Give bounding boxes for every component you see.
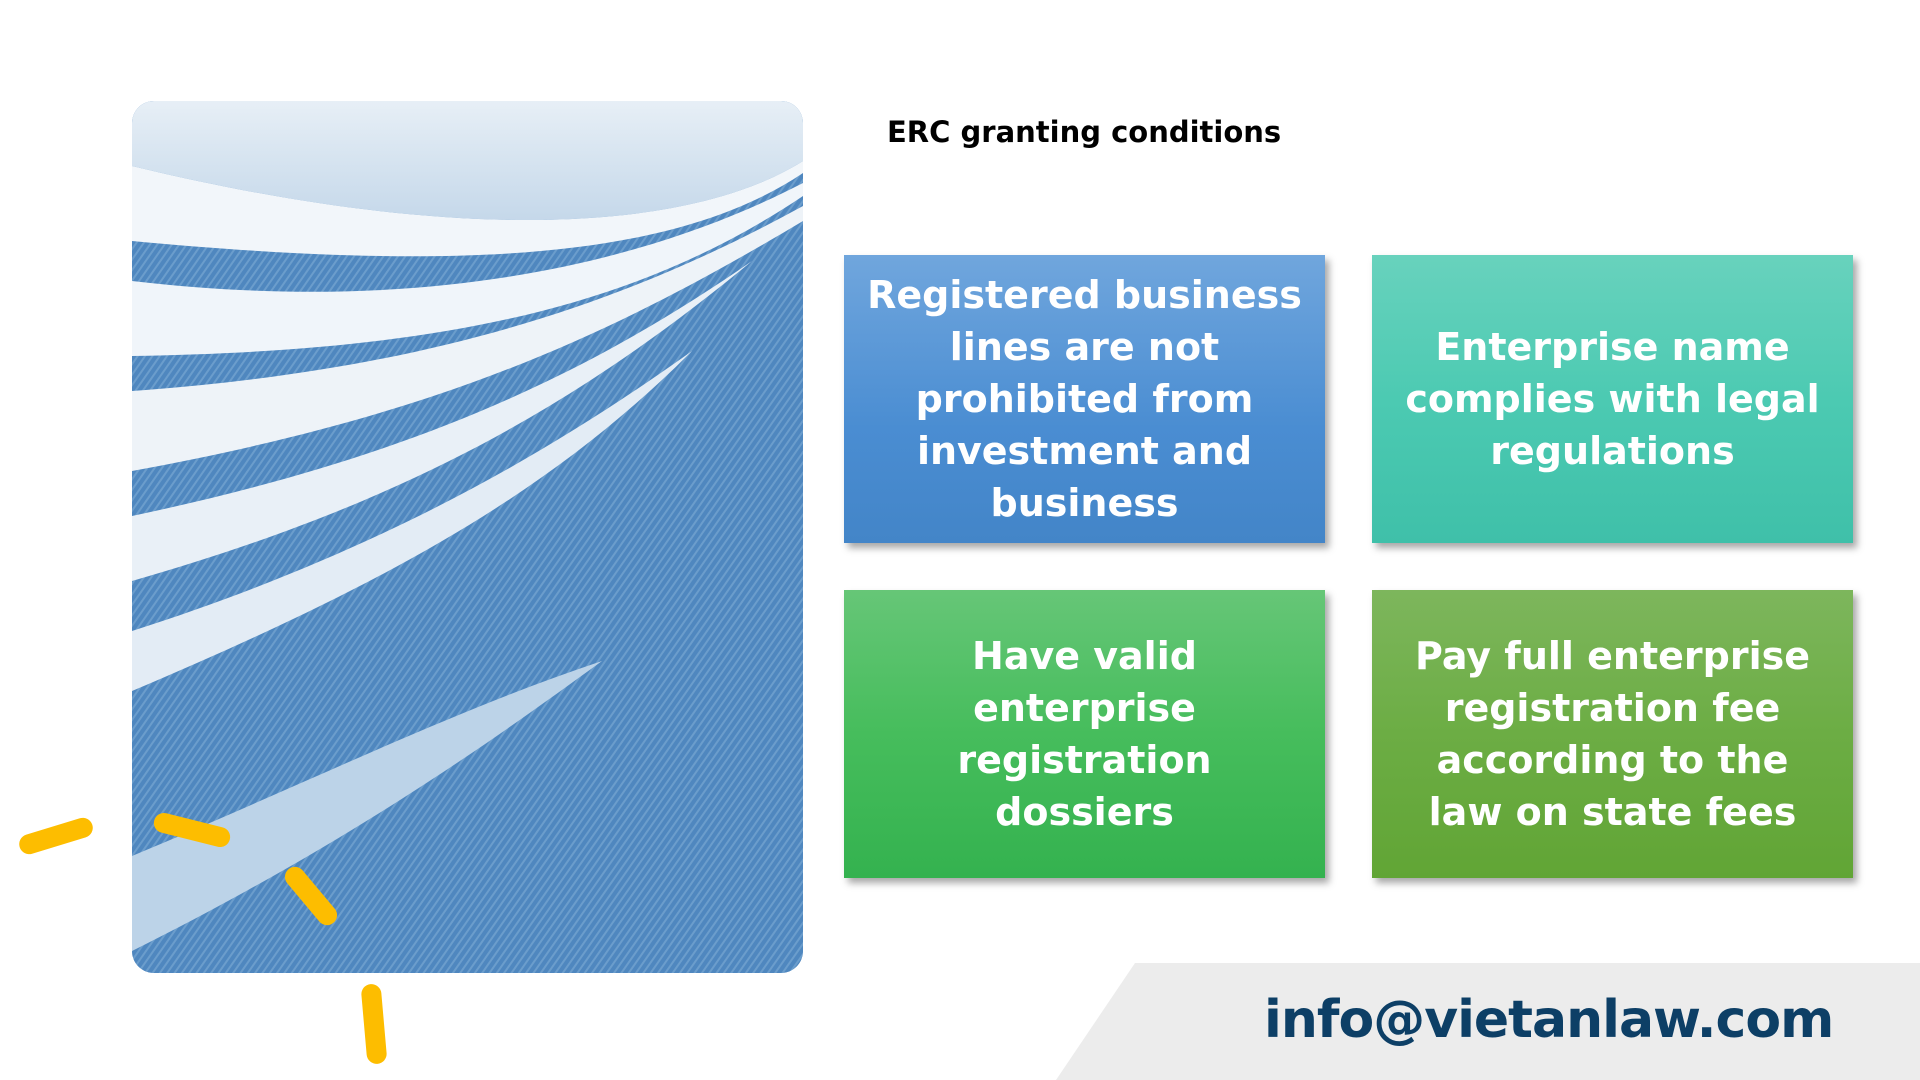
condition-card-registration-fee: Pay full enterprise registration fee acc… — [1372, 590, 1853, 878]
footer-banner — [1056, 963, 1920, 1080]
accent-dash-icon — [360, 983, 388, 1065]
condition-card-valid-dossiers: Have valid enterprise registration dossi… — [844, 590, 1325, 878]
condition-card-business-lines: Registered business lines are not prohib… — [844, 255, 1325, 543]
slide-title: ERC granting conditions — [887, 115, 1282, 149]
condition-text: Have valid enterprise registration dossi… — [957, 634, 1212, 834]
accent-dash-icon — [16, 815, 96, 857]
condition-card-enterprise-name: Enterprise name complies with legal regu… — [1372, 255, 1853, 543]
contact-email-link[interactable]: info@vietanlaw.com — [1264, 990, 1834, 1050]
condition-text: Registered business lines are not prohib… — [867, 273, 1302, 525]
condition-text: Enterprise name complies with legal regu… — [1405, 325, 1820, 473]
architecture-photo — [132, 101, 803, 973]
abstract-curves-image — [132, 101, 803, 973]
condition-text: Pay full enterprise registration fee acc… — [1414, 634, 1811, 834]
